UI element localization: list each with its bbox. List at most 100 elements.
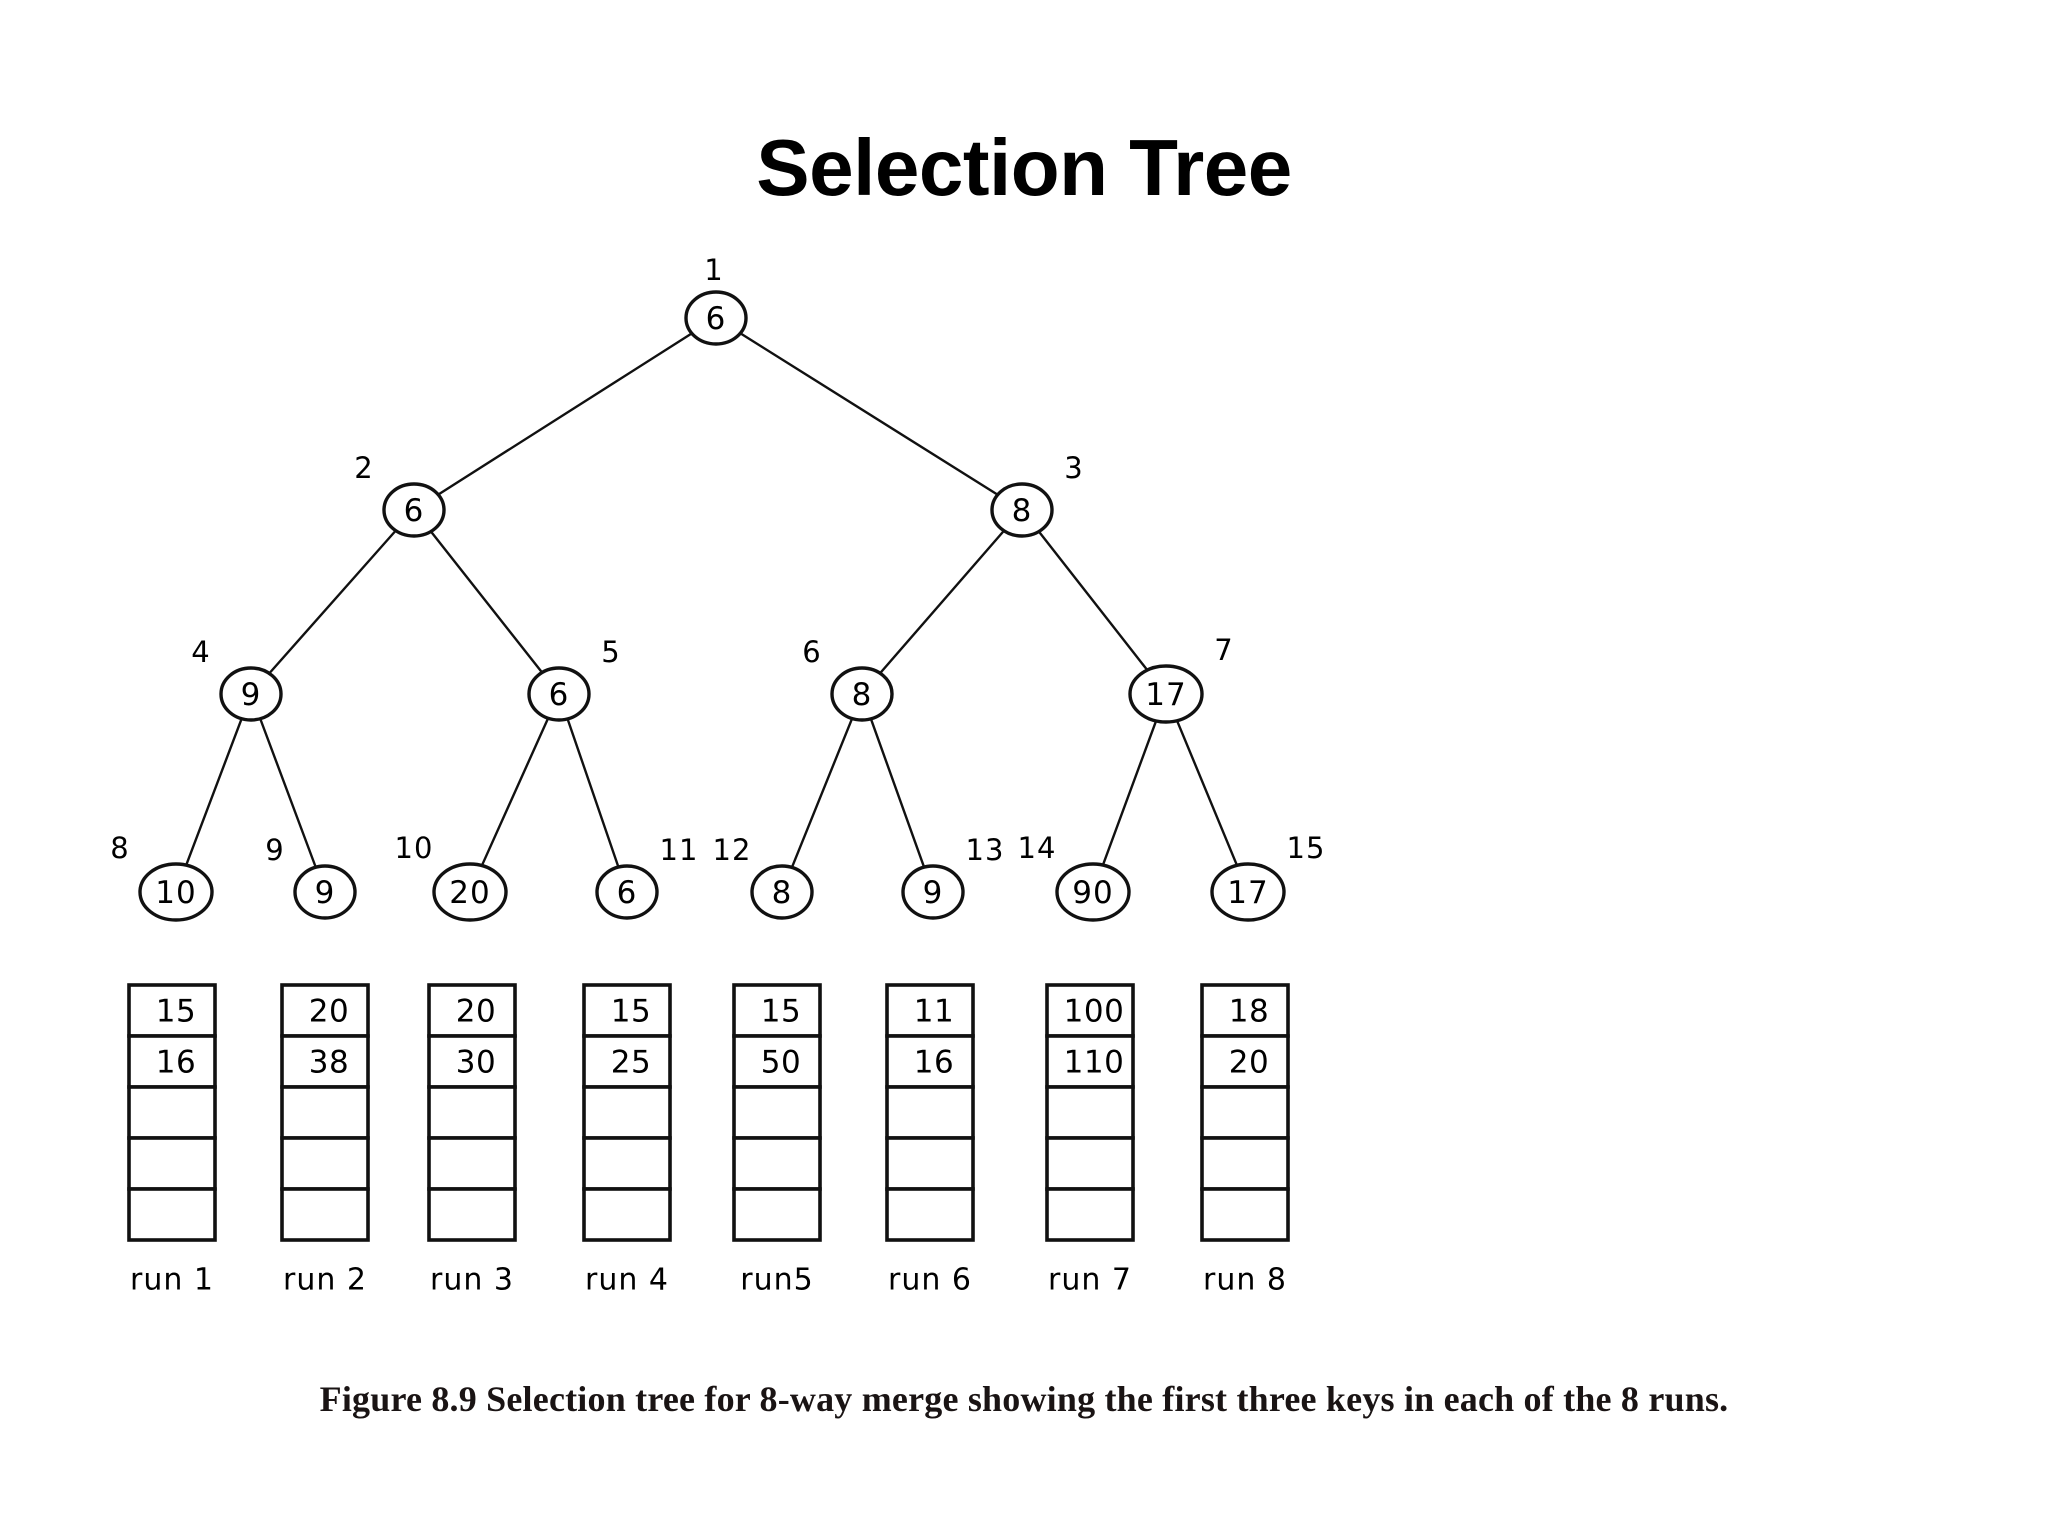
run-label: run 3 bbox=[430, 1263, 514, 1298]
tree-edge-1-2 bbox=[436, 332, 694, 496]
tree-node-5: 65 bbox=[527, 635, 620, 722]
run-column-8: 18 20 run 8 bbox=[1200, 983, 1290, 1298]
tree-edge-4-8 bbox=[184, 717, 243, 867]
node-index-label: 3 bbox=[1064, 451, 1083, 485]
node-circle bbox=[595, 864, 659, 920]
node-value: 8 bbox=[852, 677, 873, 713]
tree-edge-2-4 bbox=[268, 529, 397, 675]
node-index-label: 7 bbox=[1214, 633, 1233, 667]
tree-nodes: 6162839465861771089920106118129139014171… bbox=[110, 253, 1324, 922]
node-value: 17 bbox=[1227, 875, 1268, 911]
run-key-value: 38 bbox=[309, 1045, 349, 1081]
tree-node-12: 8 12 bbox=[713, 833, 814, 920]
node-value: 8 bbox=[772, 875, 793, 911]
node-index-label: 11 bbox=[660, 833, 699, 867]
run-cell bbox=[427, 1034, 517, 1089]
page-title: Selection Tree bbox=[756, 123, 1292, 212]
run-cell bbox=[427, 1136, 517, 1191]
node-index-label: 5 bbox=[601, 635, 620, 669]
node-circle bbox=[382, 482, 446, 538]
node-value: 8 bbox=[1012, 493, 1033, 529]
run-key-value: 15 bbox=[611, 994, 651, 1030]
node-circle bbox=[138, 862, 214, 922]
run-key-value: 20 bbox=[1229, 1045, 1269, 1081]
run-key-value: 30 bbox=[456, 1045, 496, 1081]
run-cell bbox=[732, 1085, 822, 1140]
tree-edge-4-9 bbox=[259, 717, 317, 869]
node-index-label: 12 bbox=[713, 833, 752, 867]
run-cell bbox=[885, 1085, 975, 1140]
node-index-label: 6 bbox=[802, 635, 821, 669]
tree-node-4: 94 bbox=[191, 635, 283, 722]
node-value: 9 bbox=[315, 875, 336, 911]
tree-node-2: 62 bbox=[354, 451, 446, 538]
node-circle bbox=[830, 666, 894, 722]
node-circle bbox=[432, 862, 508, 922]
run-cell bbox=[732, 1034, 822, 1089]
run-cell bbox=[280, 1136, 370, 1191]
run-cell bbox=[427, 1085, 517, 1140]
node-circle bbox=[527, 666, 591, 722]
run-cell bbox=[1200, 1136, 1290, 1191]
node-circle bbox=[684, 290, 748, 346]
tree-node-8: 10 8 bbox=[110, 831, 214, 922]
node-value: 6 bbox=[404, 493, 425, 529]
run-key-value: 16 bbox=[914, 1045, 954, 1081]
node-circle bbox=[1128, 664, 1204, 724]
run-key-value: 100 bbox=[1064, 994, 1125, 1030]
run-cell bbox=[582, 1187, 672, 1242]
node-index-label: 2 bbox=[354, 451, 373, 485]
tree-edge-7-15 bbox=[1175, 719, 1239, 867]
run-cell bbox=[1045, 1085, 1135, 1140]
run-label: run 2 bbox=[283, 1263, 367, 1298]
run-key-value: 110 bbox=[1064, 1045, 1125, 1081]
node-value: 9 bbox=[923, 875, 944, 911]
run-cell bbox=[127, 1034, 217, 1089]
node-value: 9 bbox=[241, 677, 262, 713]
tree-edge-5-10 bbox=[480, 717, 550, 867]
tree-node-13: 9 13 bbox=[901, 833, 1005, 920]
node-circle bbox=[1210, 862, 1286, 922]
run-key-value: 20 bbox=[456, 994, 496, 1030]
run-cell bbox=[732, 1136, 822, 1191]
run-cell bbox=[582, 1085, 672, 1140]
run-cell bbox=[427, 1187, 517, 1242]
run-key-value: 11 bbox=[914, 994, 954, 1030]
node-index-label: 8 bbox=[110, 831, 129, 865]
run-cell bbox=[732, 1187, 822, 1242]
node-index-label: 1 bbox=[704, 253, 723, 287]
run-cell bbox=[582, 1136, 672, 1191]
run-cell bbox=[582, 1034, 672, 1089]
run-cell bbox=[1200, 983, 1290, 1038]
node-index-label: 13 bbox=[966, 833, 1005, 867]
run-key-value: 18 bbox=[1229, 994, 1269, 1030]
run-key-value: 50 bbox=[761, 1045, 801, 1081]
run-label: run 8 bbox=[1203, 1263, 1287, 1298]
tree-edges bbox=[184, 332, 1239, 869]
tree-edge-3-6 bbox=[878, 529, 1006, 675]
node-circle bbox=[990, 482, 1054, 538]
node-value: 6 bbox=[617, 875, 638, 911]
node-circle bbox=[901, 864, 965, 920]
tree-node-1: 61 bbox=[684, 253, 748, 346]
run-cell bbox=[582, 983, 672, 1038]
run-column-7: 100 110 run 7 bbox=[1045, 983, 1135, 1298]
node-circle bbox=[219, 666, 283, 722]
run-label: run 4 bbox=[585, 1263, 669, 1298]
tree-node-9: 99 bbox=[265, 833, 357, 920]
tree-node-6: 86 bbox=[802, 635, 894, 722]
run-cell bbox=[885, 1136, 975, 1191]
node-value: 17 bbox=[1145, 677, 1186, 713]
node-index-label: 10 bbox=[395, 831, 434, 865]
node-value: 10 bbox=[155, 875, 196, 911]
run-label: run 7 bbox=[1048, 1263, 1132, 1298]
tree-edge-7-14 bbox=[1101, 719, 1158, 867]
